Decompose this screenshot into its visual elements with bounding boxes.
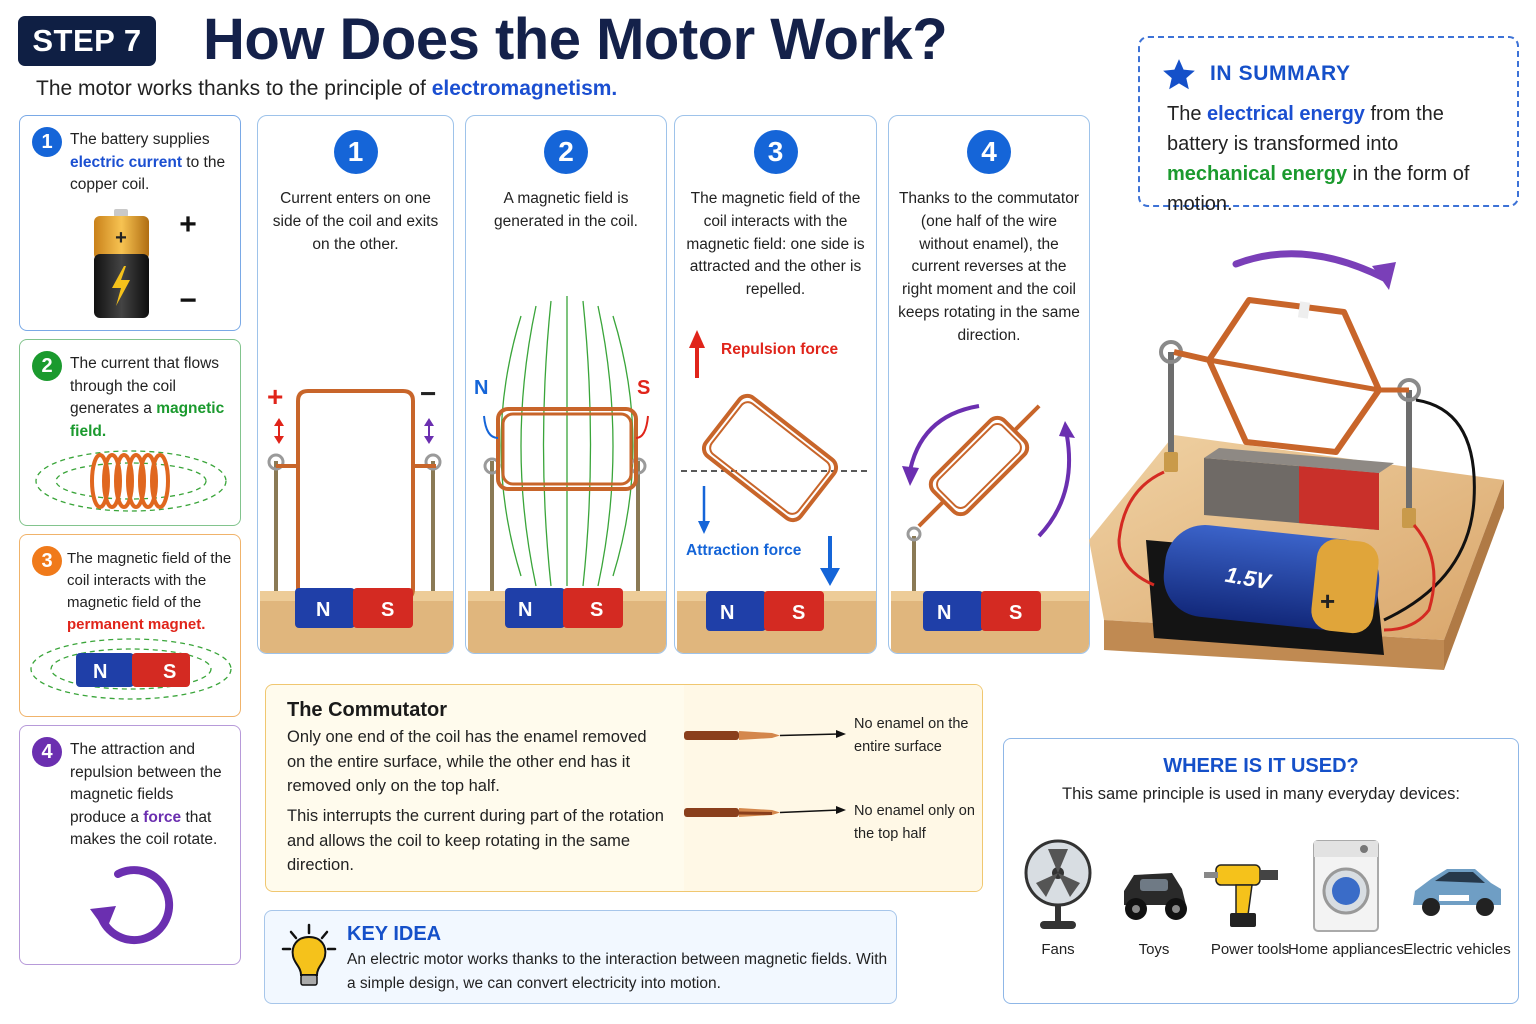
svg-text:S: S (163, 661, 176, 683)
drill-icon (1204, 864, 1278, 927)
where-label-toys: Toys (1138, 941, 1170, 958)
where-used-title: WHERE IS IT USED? (1163, 755, 1359, 777)
panel-number-2: 2 (544, 130, 588, 174)
svg-text:N: N (93, 661, 107, 683)
svg-text:N: N (474, 377, 488, 399)
coil-vertical-illustration: N S + − (260, 378, 453, 653)
svg-text:N: N (316, 599, 330, 621)
motor-illustration: 1.5V + (1089, 250, 1504, 670)
panel-step-1: 1 Current enters on one side of the coil… (257, 115, 454, 654)
step-badge: STEP 7 (18, 16, 156, 66)
rotation-icon (90, 866, 174, 945)
panel-number-3: 3 (753, 130, 798, 174)
step-number-1: 1 (32, 127, 62, 157)
svg-text:−: − (179, 284, 197, 317)
summary-text: The electrical energy from the battery i… (1167, 103, 1470, 215)
subtitle-highlight: electromagnetism. (431, 77, 618, 100)
key-idea-box: KEY IDEA An electric motor works thanks … (264, 910, 897, 1004)
where-label-electric-vehicles: Electric vehicles (1403, 941, 1511, 958)
panel-step-4: 4 Thanks to the commutator (one half of … (888, 115, 1090, 654)
svg-text:+: + (267, 381, 283, 412)
where-label-power-tools: Power tools (1210, 941, 1290, 958)
repulsion-label: Repulsion force (721, 341, 839, 358)
toy-car-icon (1124, 873, 1187, 920)
svg-text:+: + (115, 227, 127, 249)
page-title: How Does the Motor Work? (203, 7, 948, 72)
svg-text:−: − (420, 378, 436, 409)
lightbulb-icon (281, 923, 337, 986)
commutator-box: The Commutator Only one end of the coil … (265, 684, 983, 892)
washing-machine-icon (1313, 840, 1379, 932)
svg-text:S: S (590, 599, 603, 621)
step-label: STEP 7 (32, 23, 142, 58)
panel-number-1: 1 (333, 130, 378, 174)
wire-end-illustration (684, 730, 846, 817)
commutator-paragraph-2: This interrupts the current during part … (287, 807, 664, 874)
subtitle-text: The motor works thanks to the principle … (36, 77, 432, 100)
battery-icon: + + − (94, 208, 197, 318)
panel-step-3: 3 The magnetic field of the coil interac… (674, 115, 877, 654)
step-card-2: 2 The current that flows through the coi… (19, 339, 241, 526)
where-label-fans: Fans (1041, 941, 1075, 958)
svg-text:N: N (720, 602, 734, 624)
step-number-2: 2 (32, 351, 62, 381)
attraction-label: Attraction force (686, 542, 802, 559)
car-icon (1413, 869, 1501, 916)
step-text-2: The current that flows through the coil … (70, 355, 225, 440)
coil-rotating-illustration: N S (891, 404, 1089, 653)
coil-field-icon (35, 450, 227, 512)
step-number-4: 4 (32, 737, 62, 767)
svg-text:+: + (179, 208, 197, 241)
summary-title: IN SUMMARY (1210, 62, 1351, 85)
svg-text:+: + (1320, 586, 1335, 616)
step-number-3: 3 (32, 546, 62, 576)
fan-icon (1024, 839, 1092, 929)
magnet-field-icon: N S (30, 638, 232, 700)
panel-text-2: A magnetic field is generated in the coi… (494, 190, 638, 230)
star-icon (1163, 59, 1195, 90)
coil-field-illustration: N S N S (468, 296, 666, 653)
step-text-4: The attraction and repulsion between the… (70, 741, 222, 848)
step-card-4: 4 The attraction and repulsion between t… (19, 725, 241, 965)
key-idea-text: An electric motor works thanks to the in… (347, 951, 888, 992)
svg-text:S: S (637, 377, 650, 399)
panel-step-2: 2 A magnetic field is generated in the c… (465, 115, 667, 654)
svg-text:N: N (518, 599, 532, 621)
where-used-subtitle: This same principle is used in many ever… (1061, 785, 1460, 803)
panel-text-4: Thanks to the commutator (one half of th… (898, 190, 1080, 344)
summary-box: IN SUMMARY The electrical energy from th… (1138, 36, 1519, 215)
where-used-box: WHERE IS IT USED? This same principle is… (1003, 738, 1519, 1004)
step-text-3: The magnetic field of the coil interacts… (67, 550, 232, 633)
step-card-1: 1 The battery supplies electric current … (19, 115, 241, 331)
commutator-illustration: No enamel on the entire surface No ename… (684, 685, 982, 891)
key-idea-title: KEY IDEA (347, 923, 442, 945)
svg-text:S: S (381, 599, 394, 621)
panel-text-1: Current enters on one side of the coil a… (272, 190, 439, 253)
panel-text-3: The magnetic field of the coil interacts… (686, 190, 865, 299)
page-subtitle: The motor works thanks to the principle … (36, 77, 617, 101)
step-text-1: The battery supplies electric current to… (70, 131, 226, 193)
commutator-label-2: No enamel only on the top half (854, 803, 975, 842)
commutator-title: The Commutator (287, 699, 447, 721)
commutator-label-1: No enamel on the entire surface (854, 716, 969, 755)
coil-tilted-illustration: Repulsion force Attraction force N S (677, 330, 876, 653)
panel-number-4: 4 (967, 130, 1011, 174)
svg-text:S: S (1009, 602, 1022, 624)
step-card-3: 3 The magnetic field of the coil interac… (19, 534, 241, 717)
svg-text:S: S (792, 602, 805, 624)
where-label-home-appliances: Home appliances (1288, 941, 1404, 958)
svg-text:N: N (937, 602, 951, 624)
commutator-paragraph-1: Only one end of the coil has the enamel … (287, 728, 647, 795)
